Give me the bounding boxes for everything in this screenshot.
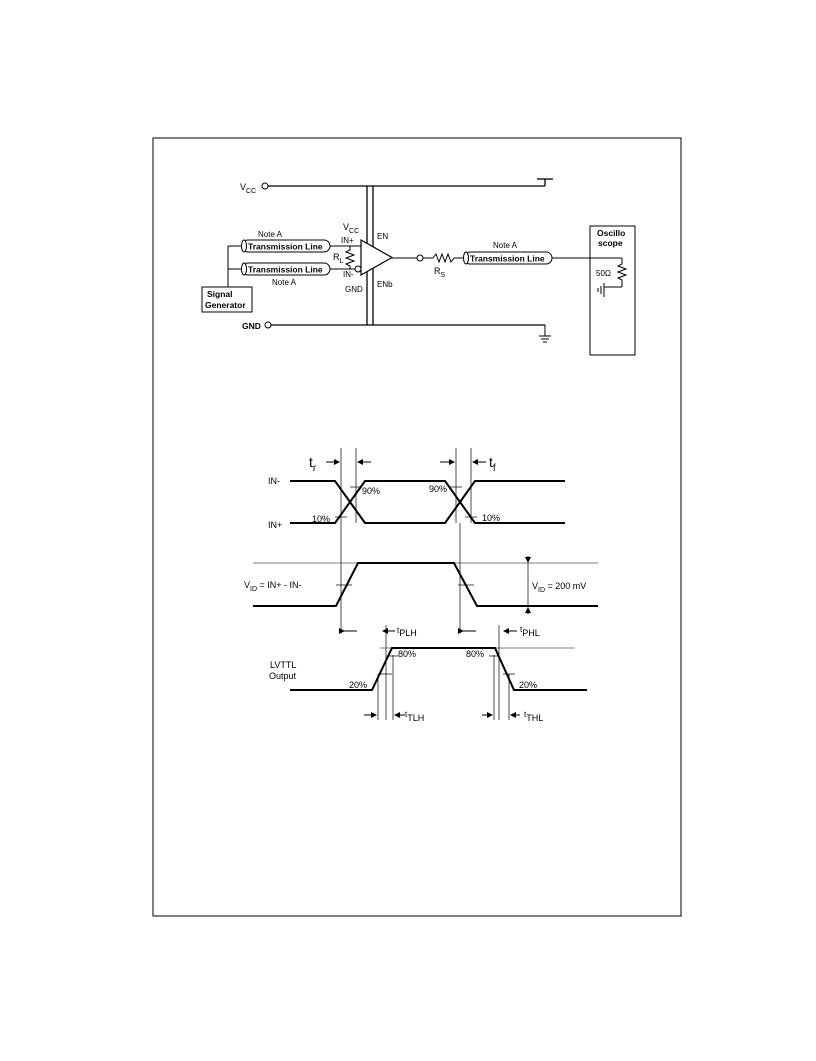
p20-right: 20% <box>519 680 537 690</box>
lvttl-waveform <box>290 647 587 691</box>
signal-generator-label: Signal <box>207 289 233 299</box>
transmission-line-1: Transmission Line <box>241 239 331 253</box>
tf-label: tf <box>489 454 496 474</box>
tphl-label: tPHL <box>520 625 540 638</box>
in-minus-label: IN- <box>343 270 354 279</box>
figure-frame <box>152 137 682 917</box>
rl-label: RL <box>333 252 344 265</box>
svg-text:Transmission Line: Transmission Line <box>470 254 545 264</box>
vid-label: VID = IN+ - IN- <box>244 580 302 593</box>
p10-left: 10% <box>312 514 330 524</box>
p90-left: 90% <box>362 486 380 496</box>
lvttl-label: LVTTL <box>270 660 296 670</box>
p10-right: 10% <box>482 513 500 523</box>
chip-gnd-label: GND <box>345 285 363 294</box>
tr-label: tr <box>309 454 317 474</box>
timing-in-plus-label: IN+ <box>268 520 282 530</box>
rs-label: RS <box>434 266 446 279</box>
timing-in-minus-label: IN- <box>268 476 280 486</box>
p20-left: 20% <box>349 680 367 690</box>
vid-value: VID = 200 mV <box>532 581 586 594</box>
test-circuit: VCC GND Note A Transmission Line Transmi… <box>201 178 636 356</box>
p90-right: 90% <box>429 484 447 494</box>
oscilloscope-label: Oscillo <box>597 228 625 238</box>
enb-label: ENb <box>377 280 393 289</box>
svg-text:Output: Output <box>269 671 297 681</box>
p80-right: 80% <box>466 649 484 659</box>
transmission-line-2: Transmission Line <box>241 262 331 276</box>
svg-text:Transmission Line: Transmission Line <box>248 265 323 275</box>
en-label: EN <box>377 232 388 241</box>
chip-vcc-label: VCC <box>343 222 359 235</box>
timing-diagram: tr tf IN- IN+ 90% 90% 10% 10% VID = IN+ … <box>244 448 598 723</box>
note-top: Note A <box>258 230 283 239</box>
receiver-triangle <box>360 238 394 277</box>
note-right: Note A <box>493 241 518 250</box>
vcc-terminal <box>261 182 269 190</box>
in-plus-waveform <box>290 480 565 524</box>
in-plus-label: IN+ <box>341 236 354 245</box>
signal-generator <box>201 286 253 313</box>
p80-left: 80% <box>398 649 416 659</box>
transmission-line-3: Transmission Line <box>463 251 553 265</box>
scope-resistor-label: 50Ω <box>596 269 611 278</box>
svg-text:Generator: Generator <box>205 300 246 310</box>
note-bottom: Note A <box>272 278 297 287</box>
vcc-label: VCC <box>240 182 256 195</box>
in-minus-waveform <box>290 480 565 524</box>
svg-text:scope: scope <box>598 238 623 248</box>
gnd-terminal <box>264 321 272 329</box>
ttlh-label: tTLH <box>405 710 424 723</box>
tthl-label: tTHL <box>524 710 543 723</box>
tplh-label: tPLH <box>397 626 417 638</box>
svg-text:Transmission Line: Transmission Line <box>248 242 323 252</box>
gnd-label: GND <box>242 321 261 331</box>
vid-waveform <box>253 562 598 607</box>
